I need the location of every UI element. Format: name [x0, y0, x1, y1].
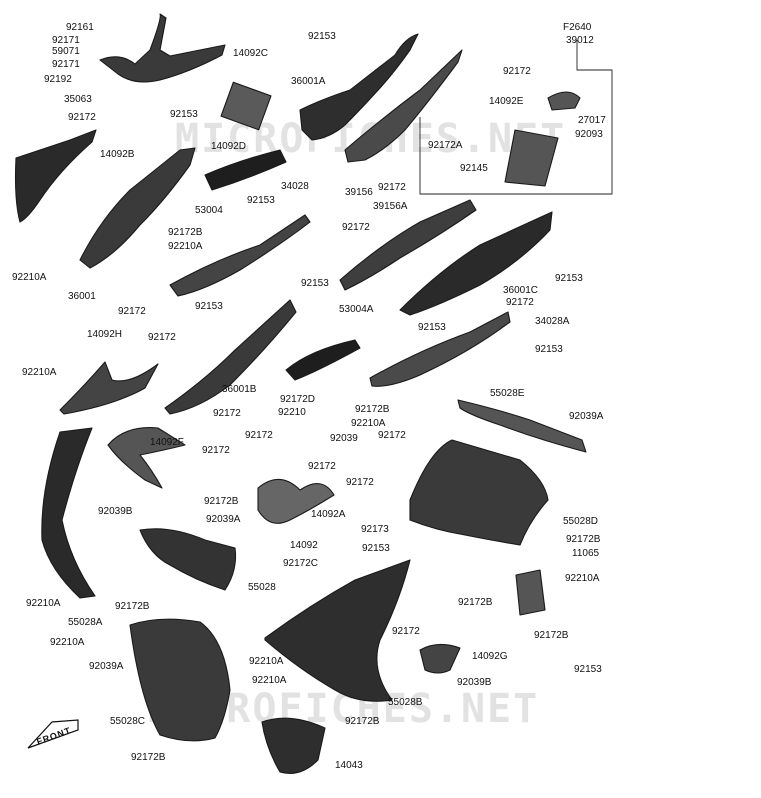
- part-label: 92210A: [26, 598, 61, 609]
- part-label: 92172C: [283, 558, 319, 569]
- part-label: 92210A: [252, 675, 287, 686]
- part-label: 92153: [308, 31, 336, 42]
- part-label: 92172B: [534, 630, 569, 641]
- part-label: 55028C: [110, 716, 146, 727]
- part-label: 92210A: [565, 573, 600, 584]
- part-label: 53004A: [339, 304, 374, 315]
- part-label: 14092A: [311, 509, 346, 520]
- part-label: 92172B: [345, 716, 380, 727]
- part-label: 92172: [346, 477, 374, 488]
- part-label: 92172: [342, 222, 370, 233]
- part-label: 92172B: [204, 496, 239, 507]
- group-code-label: F2640: [563, 22, 592, 33]
- part-label: 59071: [52, 46, 80, 57]
- part-label: 55028D: [563, 516, 599, 527]
- part-label: 92192: [44, 74, 72, 85]
- part-label: 14092D: [211, 141, 247, 152]
- part-label: 92172B: [355, 404, 390, 415]
- part-label: 92153: [418, 322, 446, 333]
- part-label: 92173: [361, 524, 389, 535]
- part-label: 92210A: [12, 272, 47, 283]
- front-label: FRONT: [35, 725, 72, 747]
- part-label: 34028: [281, 181, 309, 192]
- part-label: 92171: [52, 35, 80, 46]
- part-label: 39156A: [373, 201, 408, 212]
- part-label: 92172: [378, 182, 406, 193]
- part-label: 92153: [555, 273, 583, 284]
- part-label: 92172B: [115, 601, 150, 612]
- part-label: 92153: [170, 109, 198, 120]
- part-label: 92172B: [131, 752, 166, 763]
- part-label: 92153: [574, 664, 602, 675]
- part-label: 92039A: [569, 411, 604, 422]
- part-label: 92172: [308, 461, 336, 472]
- part-label: 55028B: [388, 697, 423, 708]
- part-label: 36001C: [503, 285, 539, 296]
- part-label: 92039B: [98, 506, 133, 517]
- part-label: 92210A: [50, 637, 85, 648]
- part-label: 92210A: [168, 241, 203, 252]
- part-label: 92172A: [428, 140, 463, 151]
- part-label: 92039: [330, 433, 358, 444]
- part-label: 92171: [52, 59, 80, 70]
- part-label: 92039A: [206, 514, 241, 525]
- part-label: 92153: [535, 344, 563, 355]
- part-label: 92210: [278, 407, 306, 418]
- part-label: 92093: [575, 129, 603, 140]
- part-label: 14092C: [233, 48, 269, 59]
- part-label: 92161: [66, 22, 94, 33]
- part-label: 36001: [68, 291, 96, 302]
- part-label: 92172: [213, 408, 241, 419]
- part-label: 53004: [195, 205, 223, 216]
- part-label: 14092F: [150, 437, 184, 448]
- part-label: 92153: [195, 301, 223, 312]
- group-part-label: 39012: [566, 35, 594, 46]
- part-label: 55028: [248, 582, 276, 593]
- part-label: 36001B: [222, 384, 257, 395]
- part-label: 14092B: [100, 149, 135, 160]
- part-label: 55028A: [68, 617, 103, 628]
- part-label: 92172B: [458, 597, 493, 608]
- part-label: 14092E: [489, 96, 524, 107]
- part-label: 36001A: [291, 76, 326, 87]
- part-label: 55028E: [490, 388, 525, 399]
- part-label: 14092H: [87, 329, 123, 340]
- part-label: 39156: [345, 187, 373, 198]
- part-label: 14043: [335, 760, 363, 771]
- part-label: 92172B: [168, 227, 203, 238]
- part-label: 92172: [68, 112, 96, 123]
- part-label: 14092: [290, 540, 318, 551]
- part-label: 92172: [148, 332, 176, 343]
- part-label: 92039B: [457, 677, 492, 688]
- part-label: 92153: [247, 195, 275, 206]
- part-label: 92172: [503, 66, 531, 77]
- part-label: 35063: [64, 94, 92, 105]
- part-label: 92210A: [22, 367, 57, 378]
- part-label: 92172B: [566, 534, 601, 545]
- part-label: 92172: [118, 306, 146, 317]
- part-label: 92172D: [280, 394, 316, 405]
- part-label: 14092G: [472, 651, 508, 662]
- part-label: 27017: [578, 115, 606, 126]
- part-label: 92153: [362, 543, 390, 554]
- front-direction-arrow: FRONT: [27, 719, 79, 749]
- part-label: 11065: [572, 548, 600, 559]
- part-label: 92172: [202, 445, 230, 456]
- part-label: 92172: [378, 430, 406, 441]
- part-label: 92145: [460, 163, 488, 174]
- part-label: 92210A: [249, 656, 284, 667]
- part-label: 92039A: [89, 661, 124, 672]
- part-label: 92210A: [351, 418, 386, 429]
- part-label: 92172: [506, 297, 534, 308]
- part-label: 92172: [392, 626, 420, 637]
- part-label: 92153: [301, 278, 329, 289]
- part-label: 34028A: [535, 316, 570, 327]
- part-label: 92172: [245, 430, 273, 441]
